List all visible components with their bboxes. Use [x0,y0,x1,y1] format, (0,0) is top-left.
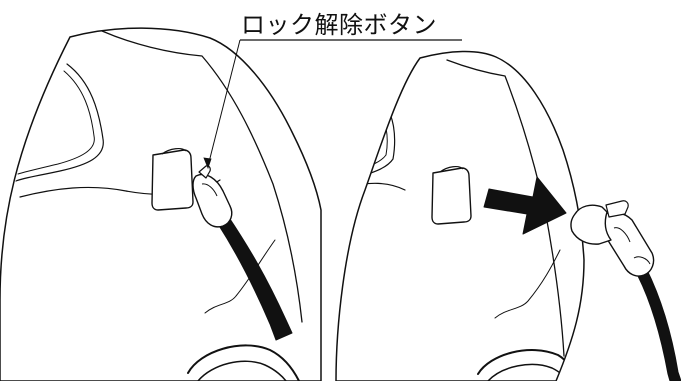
right-charging-lid [431,166,472,225]
detached-connector-handle [599,211,655,277]
right-detail-view [335,50,585,381]
detached-connector-nose [570,204,612,245]
lock-release-button [198,165,211,179]
callout-arrowhead [203,157,212,170]
detached-connector-ridge [613,227,631,243]
right-cable-routing-line [494,249,561,319]
right-vehicle-panel-edge [446,59,565,357]
left-vehicle-panel-edge [101,30,303,323]
left-connector-ridge [201,183,218,197]
left-inner-recess-shadow [17,70,95,175]
pull-direction-arrow [483,176,567,235]
left-connector-handle [192,173,233,228]
detached-connector-collar [633,256,651,265]
left-socket-ring-outer [187,344,300,381]
detached-charging-connector [570,200,681,381]
callout-leader-line [207,39,241,167]
left-inner-recess-outline [15,63,104,182]
callout-leader [203,39,462,170]
left-detail-view [0,27,322,381]
left-charging-lid [151,148,194,211]
left-cable-routing-line [204,239,276,314]
left-charging-connector [192,165,293,341]
left-cable [217,215,293,341]
detached-lock-button [605,200,629,218]
callout-label: ロック解除ボタン [241,11,437,39]
detached-cable [637,267,681,381]
left-socket-ring-inner [197,360,287,381]
